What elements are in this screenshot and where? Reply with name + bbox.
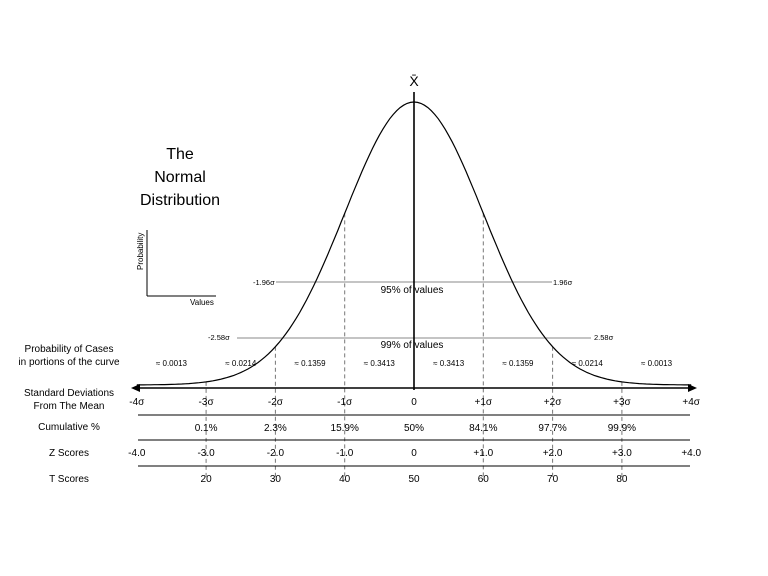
title-line-2: Normal — [154, 169, 206, 186]
interval-99-label: 99% of values — [381, 340, 444, 351]
t-value: 80 — [616, 474, 628, 485]
z-values: -4.0 -3.0 -2.0 -1.0 0 +1.0 +2.0 +3.0 +4.0 — [128, 448, 701, 459]
cumulative-row-label: Cumulative % — [38, 422, 100, 433]
axes-legend: Probability Values — [136, 230, 216, 307]
z-value: +3.0 — [612, 448, 632, 459]
std-dev-value: +2σ — [544, 397, 562, 408]
std-dev-value: 0 — [411, 397, 417, 408]
cumulative-value: 84.1% — [469, 423, 497, 434]
std-dev-axis — [131, 384, 697, 392]
z-value: +2.0 — [543, 448, 563, 459]
std-dev-value: -2σ — [268, 397, 284, 408]
legend-x-label: Values — [190, 298, 214, 307]
probability-value: ≈ 0.3413 — [433, 359, 465, 368]
std-dev-row-label-2: From The Mean — [34, 401, 105, 412]
t-value: 50 — [408, 474, 420, 485]
axis-right-arrow — [688, 384, 697, 392]
probability-values: ≈ 0.0013 ≈ 0.0214 ≈ 0.1359 ≈ 0.3413 ≈ 0.3413… — [156, 359, 673, 368]
t-value: 30 — [270, 474, 282, 485]
t-value: 60 — [478, 474, 490, 485]
z-value: -2.0 — [267, 448, 285, 459]
probability-value: ≈ 0.0013 — [641, 359, 673, 368]
probability-value: ≈ 0.1359 — [295, 359, 327, 368]
std-dev-value: +4σ — [682, 397, 700, 408]
interval-99-right-label: 2.58σ — [594, 333, 614, 342]
z-value: 0 — [411, 448, 417, 459]
interval-95-right-label: 1.96σ — [553, 278, 573, 287]
probability-value: ≈ 0.0214 — [225, 359, 257, 368]
cumulative-value: 15.9% — [331, 423, 359, 434]
title-line-1: The — [166, 146, 194, 163]
cumulative-value: 97.7% — [538, 423, 566, 434]
std-dev-value: +1σ — [475, 397, 493, 408]
std-dev-value: -4σ — [129, 397, 145, 408]
z-value: +1.0 — [473, 448, 493, 459]
z-value: +4.0 — [681, 448, 701, 459]
legend-y-label: Probability — [136, 233, 145, 270]
probability-value: ≈ 0.3413 — [364, 359, 396, 368]
std-dev-value: +3σ — [613, 397, 631, 408]
std-dev-value: -3σ — [199, 397, 215, 408]
cumulative-value: 2.3% — [264, 423, 287, 434]
t-row-label: T Scores — [49, 474, 89, 485]
interval-95-label: 95% of values — [381, 285, 444, 296]
std-dev-row-label-1: Standard Deviations — [24, 388, 114, 399]
mean-symbol: X̄ — [409, 73, 419, 89]
z-value: -4.0 — [128, 448, 146, 459]
cumulative-value: 50% — [404, 423, 424, 434]
t-value: 70 — [547, 474, 559, 485]
cumulative-values: 0.1% 2.3% 15.9% 50% 84.1% 97.7% 99.9% — [195, 423, 636, 434]
probability-value: ≈ 0.0214 — [572, 359, 604, 368]
t-values: 20 30 40 50 60 70 80 — [201, 474, 628, 485]
sigma-guides — [205, 213, 623, 480]
t-value: 20 — [201, 474, 213, 485]
std-dev-values: -4σ -3σ -2σ -1σ 0 +1σ +2σ +3σ +4σ — [129, 397, 701, 408]
z-value: -3.0 — [197, 448, 215, 459]
probability-value: ≈ 0.0013 — [156, 359, 188, 368]
std-dev-value: -1σ — [337, 397, 353, 408]
cumulative-value: 0.1% — [195, 423, 218, 434]
probability-row-label-1: Probability of Cases — [25, 344, 114, 355]
z-row-label: Z Scores — [49, 448, 89, 459]
title-line-3: Distribution — [140, 192, 220, 209]
interval-99-left-label: -2.58σ — [208, 333, 230, 342]
t-value: 40 — [339, 474, 351, 485]
z-value: -1.0 — [336, 448, 354, 459]
interval-95-left-label: -1.96σ — [253, 278, 275, 287]
cumulative-value: 99.9% — [608, 423, 636, 434]
probability-row-label-2: in portions of the curve — [18, 357, 120, 368]
probability-value: ≈ 0.1359 — [502, 359, 534, 368]
axis-left-arrow — [131, 384, 140, 392]
